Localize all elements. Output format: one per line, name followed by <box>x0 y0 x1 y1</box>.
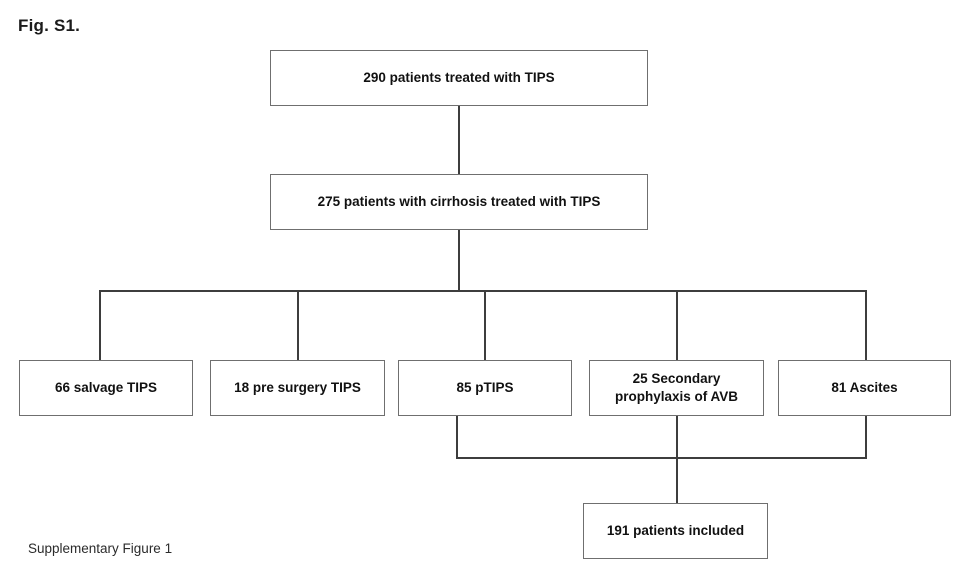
connector-drop-presurgery <box>297 290 299 360</box>
connector-drop-ascites <box>865 290 867 360</box>
node-secondary-prophylaxis-line1: 25 Secondary <box>632 371 721 387</box>
connector-drop-secondary <box>676 290 678 360</box>
node-secondary-prophylaxis-line2: prophylaxis of AVB <box>614 389 739 404</box>
connector-merge-bar <box>456 457 867 459</box>
connector-drop-ptips <box>484 290 486 360</box>
connector-drop-salvage <box>99 290 101 360</box>
connector-distribution-bar <box>99 290 866 292</box>
connector-total-to-cirrhosis <box>458 106 460 174</box>
node-patients-included: 191 patients included <box>583 503 768 559</box>
node-salvage-tips: 66 salvage TIPS <box>19 360 193 416</box>
node-pre-surgery-tips: 18 pre surgery TIPS <box>210 360 385 416</box>
figure-caption: Supplementary Figure 1 <box>28 541 173 556</box>
node-ascites: 81 Ascites <box>778 360 951 416</box>
connector-cirrhosis-stem <box>458 230 460 292</box>
connector-merge-drop-ptips <box>456 416 458 459</box>
node-secondary-prophylaxis: 25 Secondary prophylaxis of AVB <box>589 360 764 416</box>
connector-merge-drop-secondary <box>676 416 678 459</box>
node-total-patients: 290 patients treated with TIPS <box>270 50 648 106</box>
node-cirrhosis-patients: 275 patients with cirrhosis treated with… <box>270 174 648 230</box>
node-ptips: 85 pTIPS <box>398 360 572 416</box>
connector-merge-drop-ascites <box>865 416 867 459</box>
connector-merge-to-included <box>676 457 678 503</box>
figure-title: Fig. S1. <box>18 16 81 35</box>
